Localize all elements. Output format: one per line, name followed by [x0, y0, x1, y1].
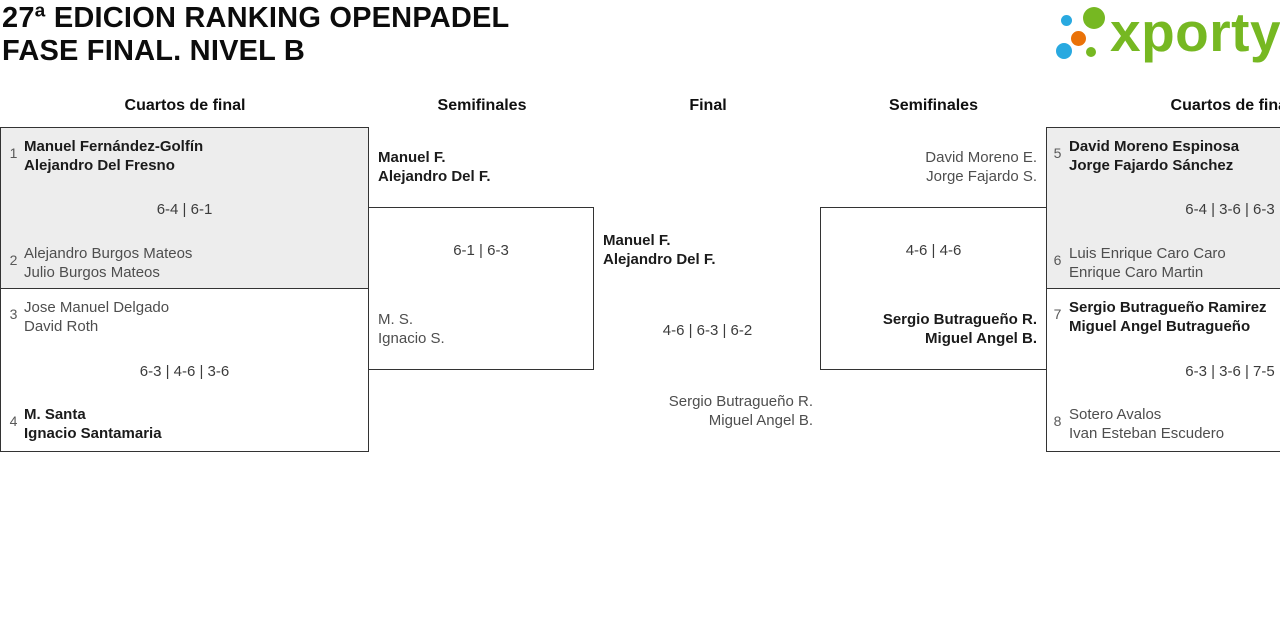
player-name: Ivan Esteban Escudero — [1069, 425, 1225, 442]
player-name: M. Santa — [24, 406, 86, 423]
team-name-qf2-bottom: M. Santa Ignacio Santamaria — [24, 405, 162, 443]
player-name: Manuel F. — [378, 149, 446, 166]
match-box-sf2 — [820, 207, 1047, 370]
seed-number: 3 — [9, 306, 18, 322]
match-score-qf2: 6-3 | 4-6 | 3-6 — [139, 363, 230, 380]
seed-number: 8 — [1053, 413, 1062, 429]
player-name: Enrique Caro Martin — [1069, 264, 1204, 281]
team-name-sf1-top: Manuel F. Alejandro Del F. — [378, 148, 491, 186]
player-name: Julio Burgos Mateos — [24, 264, 160, 281]
player-name: Sotero Avalos — [1069, 406, 1162, 423]
player-name: David Moreno E. — [925, 149, 1037, 166]
player-name: Manuel Fernández-Golfín — [24, 138, 204, 155]
team-name-qf4-bottom: Sotero Avalos Ivan Esteban Escudero — [1069, 405, 1224, 443]
match-box-qf3 — [1045, 127, 1280, 289]
player-name: Miguel Angel B. — [708, 412, 813, 429]
match-score-qf1: 6-4 | 6-1 — [156, 201, 213, 218]
team-name-qf3-top: David Moreno Espinosa Jorge Fajardo Sánc… — [1069, 137, 1239, 175]
tournament-title-line2: FASE FINAL. NIVEL B — [2, 35, 305, 67]
match-score-sf1: 6-1 | 6-3 — [453, 242, 509, 259]
team-name-final-bottom: Sergio Butragueño R. Miguel Angel B. — [595, 392, 813, 430]
round-label-quarterfinals-left: Cuartos de final — [124, 97, 246, 114]
player-name: Sergio Butragueño Ramirez — [1069, 299, 1267, 316]
round-label-semifinals-left: Semifinales — [437, 97, 527, 114]
match-box-qf2 — [0, 287, 369, 452]
player-name: Alejandro Del Fresno — [24, 157, 175, 174]
logo-dot-blue-small-icon — [1061, 15, 1072, 26]
player-name: Sergio Butragueño R. — [668, 393, 813, 410]
match-score-sf2: 4-6 | 4-6 — [905, 242, 962, 259]
logo-dot-green-small-icon — [1086, 47, 1096, 57]
match-score-qf4: 6-3 | 3-6 | 7-5 — [1185, 363, 1275, 380]
player-name: Ignacio Santamaria — [24, 425, 162, 442]
player-name: Alejandro Del F. — [378, 168, 491, 185]
team-name-qf1-top: Manuel Fernández-Golfín Alejandro Del Fr… — [24, 137, 203, 175]
team-name-qf2-top: Jose Manuel Delgado David Roth — [24, 298, 169, 336]
player-name: Alejandro Burgos Mateos — [24, 245, 193, 262]
team-name-sf2-top: David Moreno E. Jorge Fajardo S. — [820, 148, 1037, 186]
logo-wordmark: xporty — [1110, 1, 1280, 63]
player-name: Alejandro Del F. — [603, 251, 716, 268]
seed-number: 5 — [1053, 145, 1062, 161]
match-box-qf4 — [1045, 287, 1280, 452]
logo-dot-green-large-icon — [1083, 7, 1105, 29]
round-label-semifinals-right: Semifinales — [889, 97, 978, 114]
player-name: Jorge Fajardo S. — [926, 168, 1037, 185]
player-name: Miguel Angel B. — [925, 330, 1037, 347]
logo-dot-blue-large-icon — [1056, 43, 1072, 59]
tournament-title: 27ª EDICION RANKING OPENPADEL FASE FINAL… — [2, 2, 509, 68]
team-name-final-top: Manuel F. Alejandro Del F. — [603, 231, 716, 269]
player-name: M. S. — [378, 311, 414, 328]
player-name: David Roth — [24, 318, 99, 335]
seed-number: 1 — [9, 145, 18, 161]
player-name: Jorge Fajardo Sánchez — [1069, 157, 1234, 174]
player-name: Ignacio S. — [378, 330, 445, 347]
seed-number: 2 — [9, 252, 18, 268]
team-name-sf2-bottom: Sergio Butragueño R. Miguel Angel B. — [820, 310, 1037, 348]
player-name: Manuel F. — [603, 232, 671, 249]
match-score-qf3: 6-4 | 3-6 | 6-3 — [1185, 201, 1275, 218]
player-name: Jose Manuel Delgado — [24, 299, 170, 316]
team-name-qf4-top: Sergio Butragueño Ramirez Miguel Angel B… — [1069, 298, 1267, 336]
match-score-final: 4-6 | 6-3 | 6-2 — [662, 322, 753, 339]
round-label-final: Final — [689, 97, 727, 114]
player-name: Sergio Butragueño R. — [882, 311, 1037, 328]
seed-number: 7 — [1053, 306, 1062, 322]
logo-dot-orange-icon — [1071, 31, 1086, 46]
tournament-title-line1: 27ª EDICION RANKING OPENPADEL — [2, 2, 510, 34]
player-name: David Moreno Espinosa — [1069, 138, 1240, 155]
team-name-qf3-bottom: Luis Enrique Caro Caro Enrique Caro Mart… — [1069, 244, 1226, 282]
player-name: Luis Enrique Caro Caro — [1069, 245, 1226, 262]
player-name: Miguel Angel Butragueño — [1069, 318, 1251, 335]
match-box-sf1 — [368, 207, 594, 370]
seed-number: 6 — [1053, 252, 1062, 268]
seed-number: 4 — [9, 413, 18, 429]
team-name-qf1-bottom: Alejandro Burgos Mateos Julio Burgos Mat… — [24, 244, 192, 282]
team-name-sf1-bottom: M. S. Ignacio S. — [378, 310, 445, 348]
round-label-quarterfinals-right: Cuartos de final — [1170, 97, 1280, 114]
